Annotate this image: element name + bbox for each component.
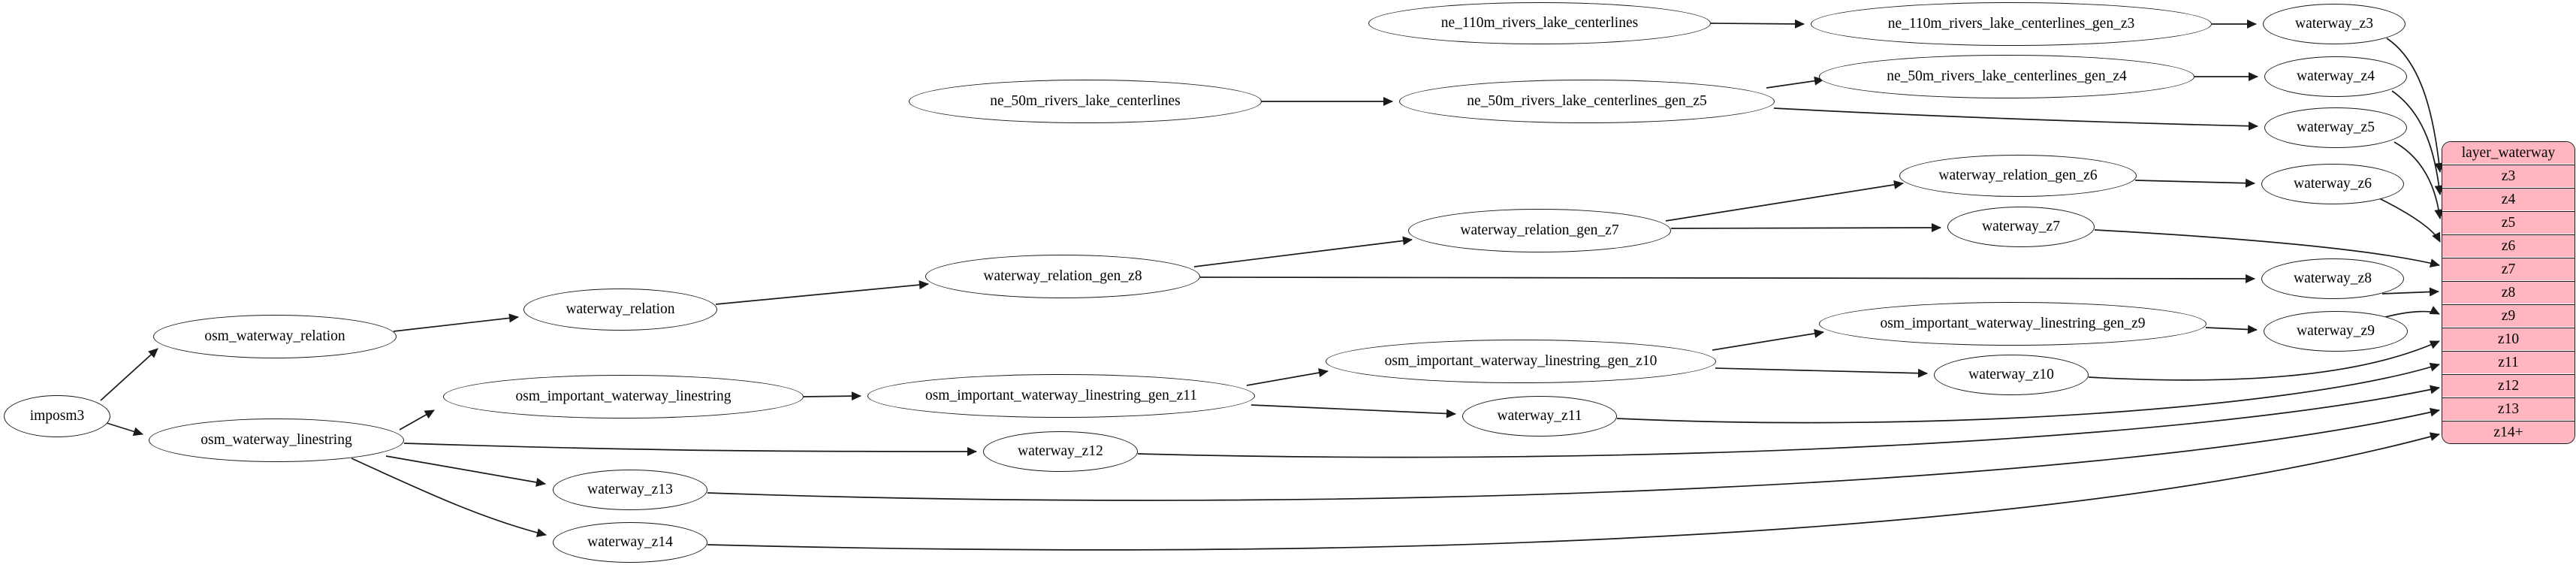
edge-waterway_z11-layer-z11 <box>1616 362 2440 424</box>
table-row-z10: z10 <box>2442 328 2574 350</box>
node-waterway_z5: waterway_z5 <box>2264 107 2407 148</box>
node-ne_110m_rivers_lake_centerlines: ne_110m_rivers_lake_centerlines <box>1368 2 1711 44</box>
edge-waterway_z4-layer-z4 <box>2391 90 2444 195</box>
node-waterway_relation_gen_z7: waterway_relation_gen_z7 <box>1408 209 1671 252</box>
edge-osm_important_waterway_linestring-gen_z11 <box>803 391 861 401</box>
table-row-z13: z13 <box>2442 397 2574 420</box>
edge-osm_waterway_linestring-waterway_z12 <box>403 443 977 456</box>
edge-gen_z9-waterway_z9 <box>2205 325 2258 334</box>
table-row-z8: z8 <box>2442 281 2574 304</box>
table-row-z6: z6 <box>2442 234 2574 257</box>
node-waterway_z12: waterway_z12 <box>983 431 1138 472</box>
node-waterway_z14: waterway_z14 <box>553 522 707 563</box>
edge-gen_z8-waterway_z8 <box>1199 273 2255 283</box>
layer-waterway-table: layer_waterway z3 z4 z5 z6 z7 z8 z9 z10 … <box>2442 141 2575 444</box>
edge-waterway_z14-layer-z14 <box>707 432 2440 551</box>
table-row-z5: z5 <box>2442 211 2574 234</box>
edge-imposm3-osm_waterway_relation <box>100 348 158 401</box>
node-waterway_z8: waterway_z8 <box>2261 258 2404 299</box>
edge-gen_z10-waterway_z10 <box>1715 367 1928 378</box>
node-osm_waterway_linestring: osm_waterway_linestring <box>149 418 404 462</box>
node-ne_50m_rivers_lake_centerlines: ne_50m_rivers_lake_centerlines <box>909 80 1262 123</box>
table-row-z3: z3 <box>2442 165 2574 187</box>
edge-osm_waterway_linestring-osm_important_waterway_linestring <box>399 409 435 431</box>
edge-waterway_z3-layer-z3 <box>2386 38 2444 173</box>
node-waterway_z11: waterway_z11 <box>1462 396 1617 437</box>
node-waterway_z13: waterway_z13 <box>553 470 707 510</box>
node-imposm3: imposm3 <box>4 395 110 437</box>
table-row-z11: z11 <box>2442 351 2574 373</box>
node-osm_important_waterway_linestring_gen_z9: osm_important_waterway_linestring_gen_z9 <box>1819 302 2206 346</box>
node-waterway_relation_gen_z8: waterway_relation_gen_z8 <box>925 255 1200 298</box>
edge-osm_waterway_linestring-waterway_z13 <box>385 455 546 487</box>
node-waterway_relation_gen_z6: waterway_relation_gen_z6 <box>1899 155 2137 197</box>
edge-osm_waterway_relation-waterway_relation <box>393 313 519 332</box>
edge-waterway_z5-layer-z5 <box>2394 141 2444 219</box>
node-waterway_z4: waterway_z4 <box>2264 56 2407 97</box>
edge-gen_z6-waterway_z6 <box>2134 178 2255 188</box>
node-osm_important_waterway_linestring_gen_z11: osm_important_waterway_linestring_gen_z1… <box>867 374 1255 418</box>
edge-gen_z11-waterway_z11 <box>1250 404 1456 418</box>
table-row-z7: z7 <box>2442 258 2574 280</box>
edge-imposm3-osm_waterway_linestring <box>106 422 143 437</box>
edge-gen_z5-gen_z4 <box>1766 76 1824 89</box>
node-waterway_z10: waterway_z10 <box>1934 355 2089 395</box>
node-ne_50m_rivers_lake_centerlines_gen_z4: ne_50m_rivers_lake_centerlines_gen_z4 <box>1819 55 2194 98</box>
edge-waterway_z8-layer-z8 <box>2381 287 2439 297</box>
node-waterway_z3: waterway_z3 <box>2263 4 2406 44</box>
node-waterway_relation: waterway_relation <box>523 289 717 331</box>
edge-ne_110m-gen_z3 <box>1710 19 1805 29</box>
edge-waterway_z7-layer-z7 <box>2094 229 2440 267</box>
node-waterway_z9: waterway_z9 <box>2264 311 2408 352</box>
edge-waterway_z13-layer-z13 <box>707 407 2440 501</box>
node-waterway_z7: waterway_z7 <box>1947 207 2095 247</box>
table-title: layer_waterway <box>2442 142 2574 164</box>
node-osm_important_waterway_linestring: osm_important_waterway_linestring <box>443 375 804 418</box>
table-row-z14: z14+ <box>2442 421 2574 443</box>
edge-waterway_relation-gen_z8 <box>715 280 929 305</box>
node-ne_50m_rivers_lake_centerlines_gen_z5: ne_50m_rivers_lake_centerlines_gen_z5 <box>1399 80 1775 123</box>
edge-waterway_z10-layer-z10 <box>2088 340 2440 381</box>
edge-waterway_z6-layer-z6 <box>2378 198 2441 243</box>
edge-osm_waterway_linestring-waterway_z14 <box>351 458 547 537</box>
node-waterway_z6: waterway_z6 <box>2261 164 2404 204</box>
edge-gen_z8-gen_z7 <box>1193 236 1413 267</box>
table-row-z9: z9 <box>2442 304 2574 327</box>
table-row-z4: z4 <box>2442 188 2574 210</box>
edge-gen_z11-gen_z10 <box>1246 368 1329 386</box>
edge-gen_z7-gen_z6 <box>1665 180 1904 222</box>
edge-gen_z10-gen_z9 <box>1712 328 1824 351</box>
edge-gen_z5-waterway_z5 <box>1773 107 2258 131</box>
table-row-z12: z12 <box>2442 374 2574 397</box>
node-osm_important_waterway_linestring_gen_z10: osm_important_waterway_linestring_gen_z1… <box>1326 340 1716 383</box>
node-osm_waterway_relation: osm_waterway_relation <box>153 315 397 358</box>
edge-waterway_z12-layer-z12 <box>1137 385 2440 458</box>
node-ne_110m_rivers_lake_centerlines_gen_z3: ne_110m_rivers_lake_centerlines_gen_z3 <box>1811 2 2212 46</box>
